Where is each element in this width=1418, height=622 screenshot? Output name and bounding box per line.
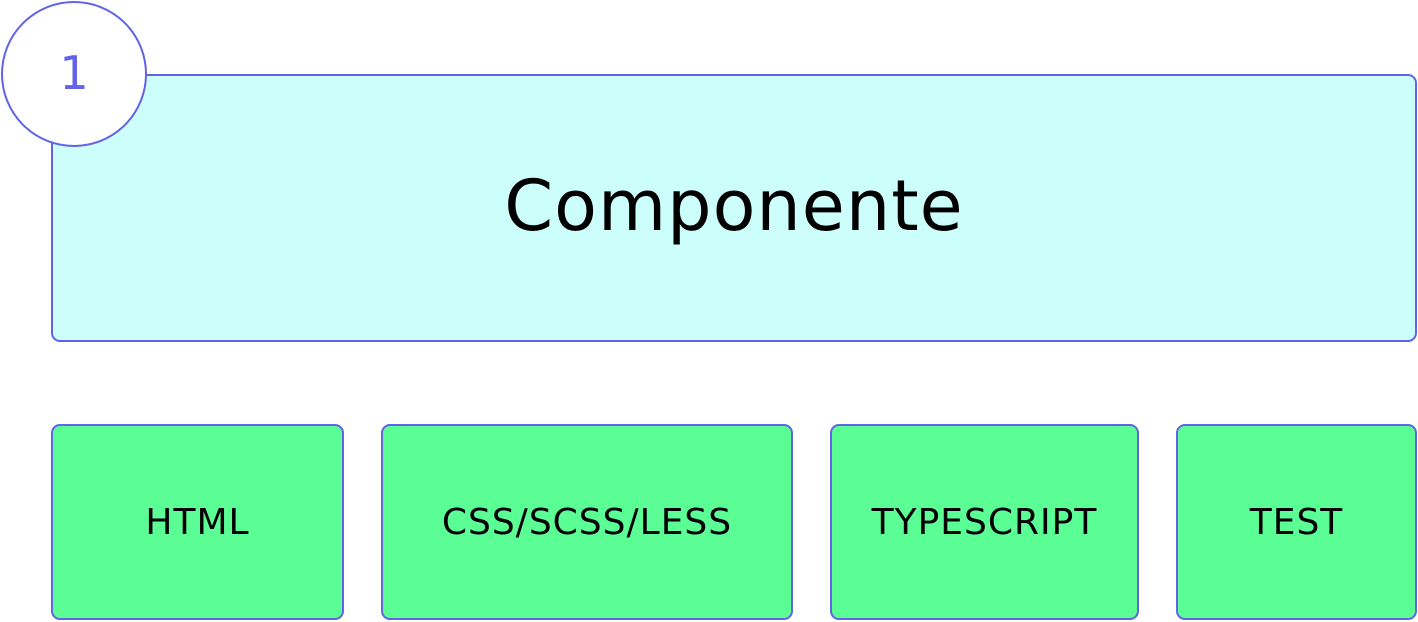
step-number: 1 (59, 46, 89, 100)
part-box-test: TEST (1176, 424, 1417, 620)
component-title: Componente (504, 165, 964, 247)
part-box-typescript: TYPESCRIPT (830, 424, 1139, 620)
part-box-html: HTML (51, 424, 344, 620)
part-label-html: HTML (145, 501, 250, 543)
part-box-styles: CSS/SCSS/LESS (381, 424, 793, 620)
part-label-styles: CSS/SCSS/LESS (441, 501, 733, 543)
part-label-test: TEST (1249, 501, 1344, 543)
step-badge: 1 (1, 1, 147, 147)
part-label-typescript: TYPESCRIPT (871, 501, 1098, 543)
component-box: Componente (51, 74, 1417, 342)
